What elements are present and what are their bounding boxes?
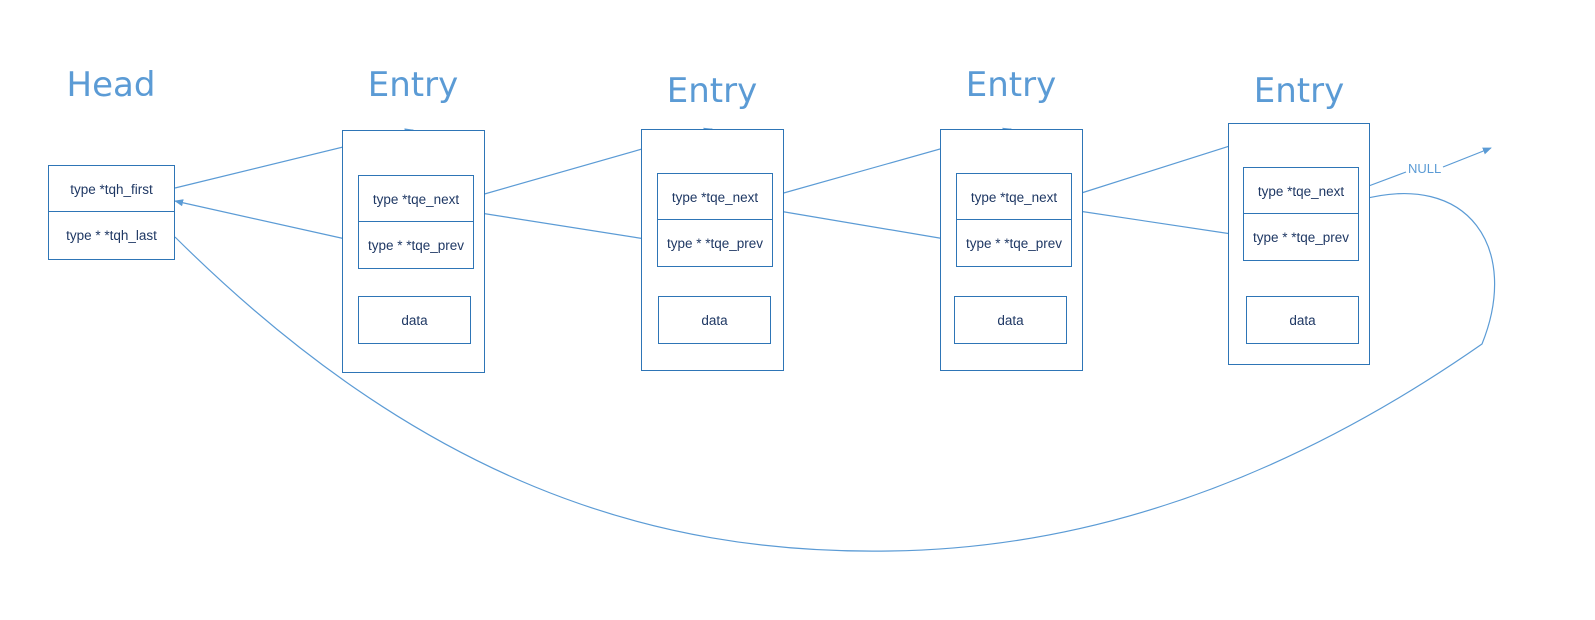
- entry-1-title: Entry: [367, 65, 459, 105]
- entry-3-data-field: data: [954, 296, 1067, 344]
- entry-3-next-field: type *tqe_next: [956, 173, 1072, 221]
- entry-1-prev-field: type * *tqe_prev: [358, 221, 474, 269]
- entry-4-prev-arrow: [1071, 207, 1246, 237]
- tqh-last-curve-arrow: [174, 193, 1496, 552]
- entry-4-data-field: data: [1246, 296, 1359, 344]
- entry-3-prev-arrow: [772, 207, 958, 242]
- null-label: NULL: [1408, 161, 1442, 176]
- entry-3-prev-field: type * *tqe_prev: [956, 219, 1072, 267]
- entry-1-prev-arrow: [174, 199, 360, 243]
- entry-4-title: Entry: [1253, 71, 1345, 111]
- entry-1-data-field: data: [358, 296, 471, 344]
- entry-4-next-field: type *tqe_next: [1243, 167, 1359, 215]
- head-field-tqh-last: type * *tqh_last: [48, 211, 175, 260]
- entry-2-data-field: data: [658, 296, 771, 344]
- entry-2-title: Entry: [666, 71, 758, 111]
- entry-2-next-field: type *tqe_next: [657, 173, 773, 221]
- entry-2-prev-arrow: [473, 209, 659, 242]
- entry-1-next-field: type *tqe_next: [358, 175, 474, 223]
- entry-3-title: Entry: [965, 65, 1057, 105]
- entry-4-next-null-arrow-b: [1442, 147, 1492, 168]
- head-field-tqh-first: type *tqh_first: [48, 165, 175, 213]
- head-title: Head: [66, 65, 156, 105]
- entry-2-prev-field: type * *tqe_prev: [657, 219, 773, 267]
- entry-4-prev-field: type * *tqe_prev: [1243, 213, 1359, 261]
